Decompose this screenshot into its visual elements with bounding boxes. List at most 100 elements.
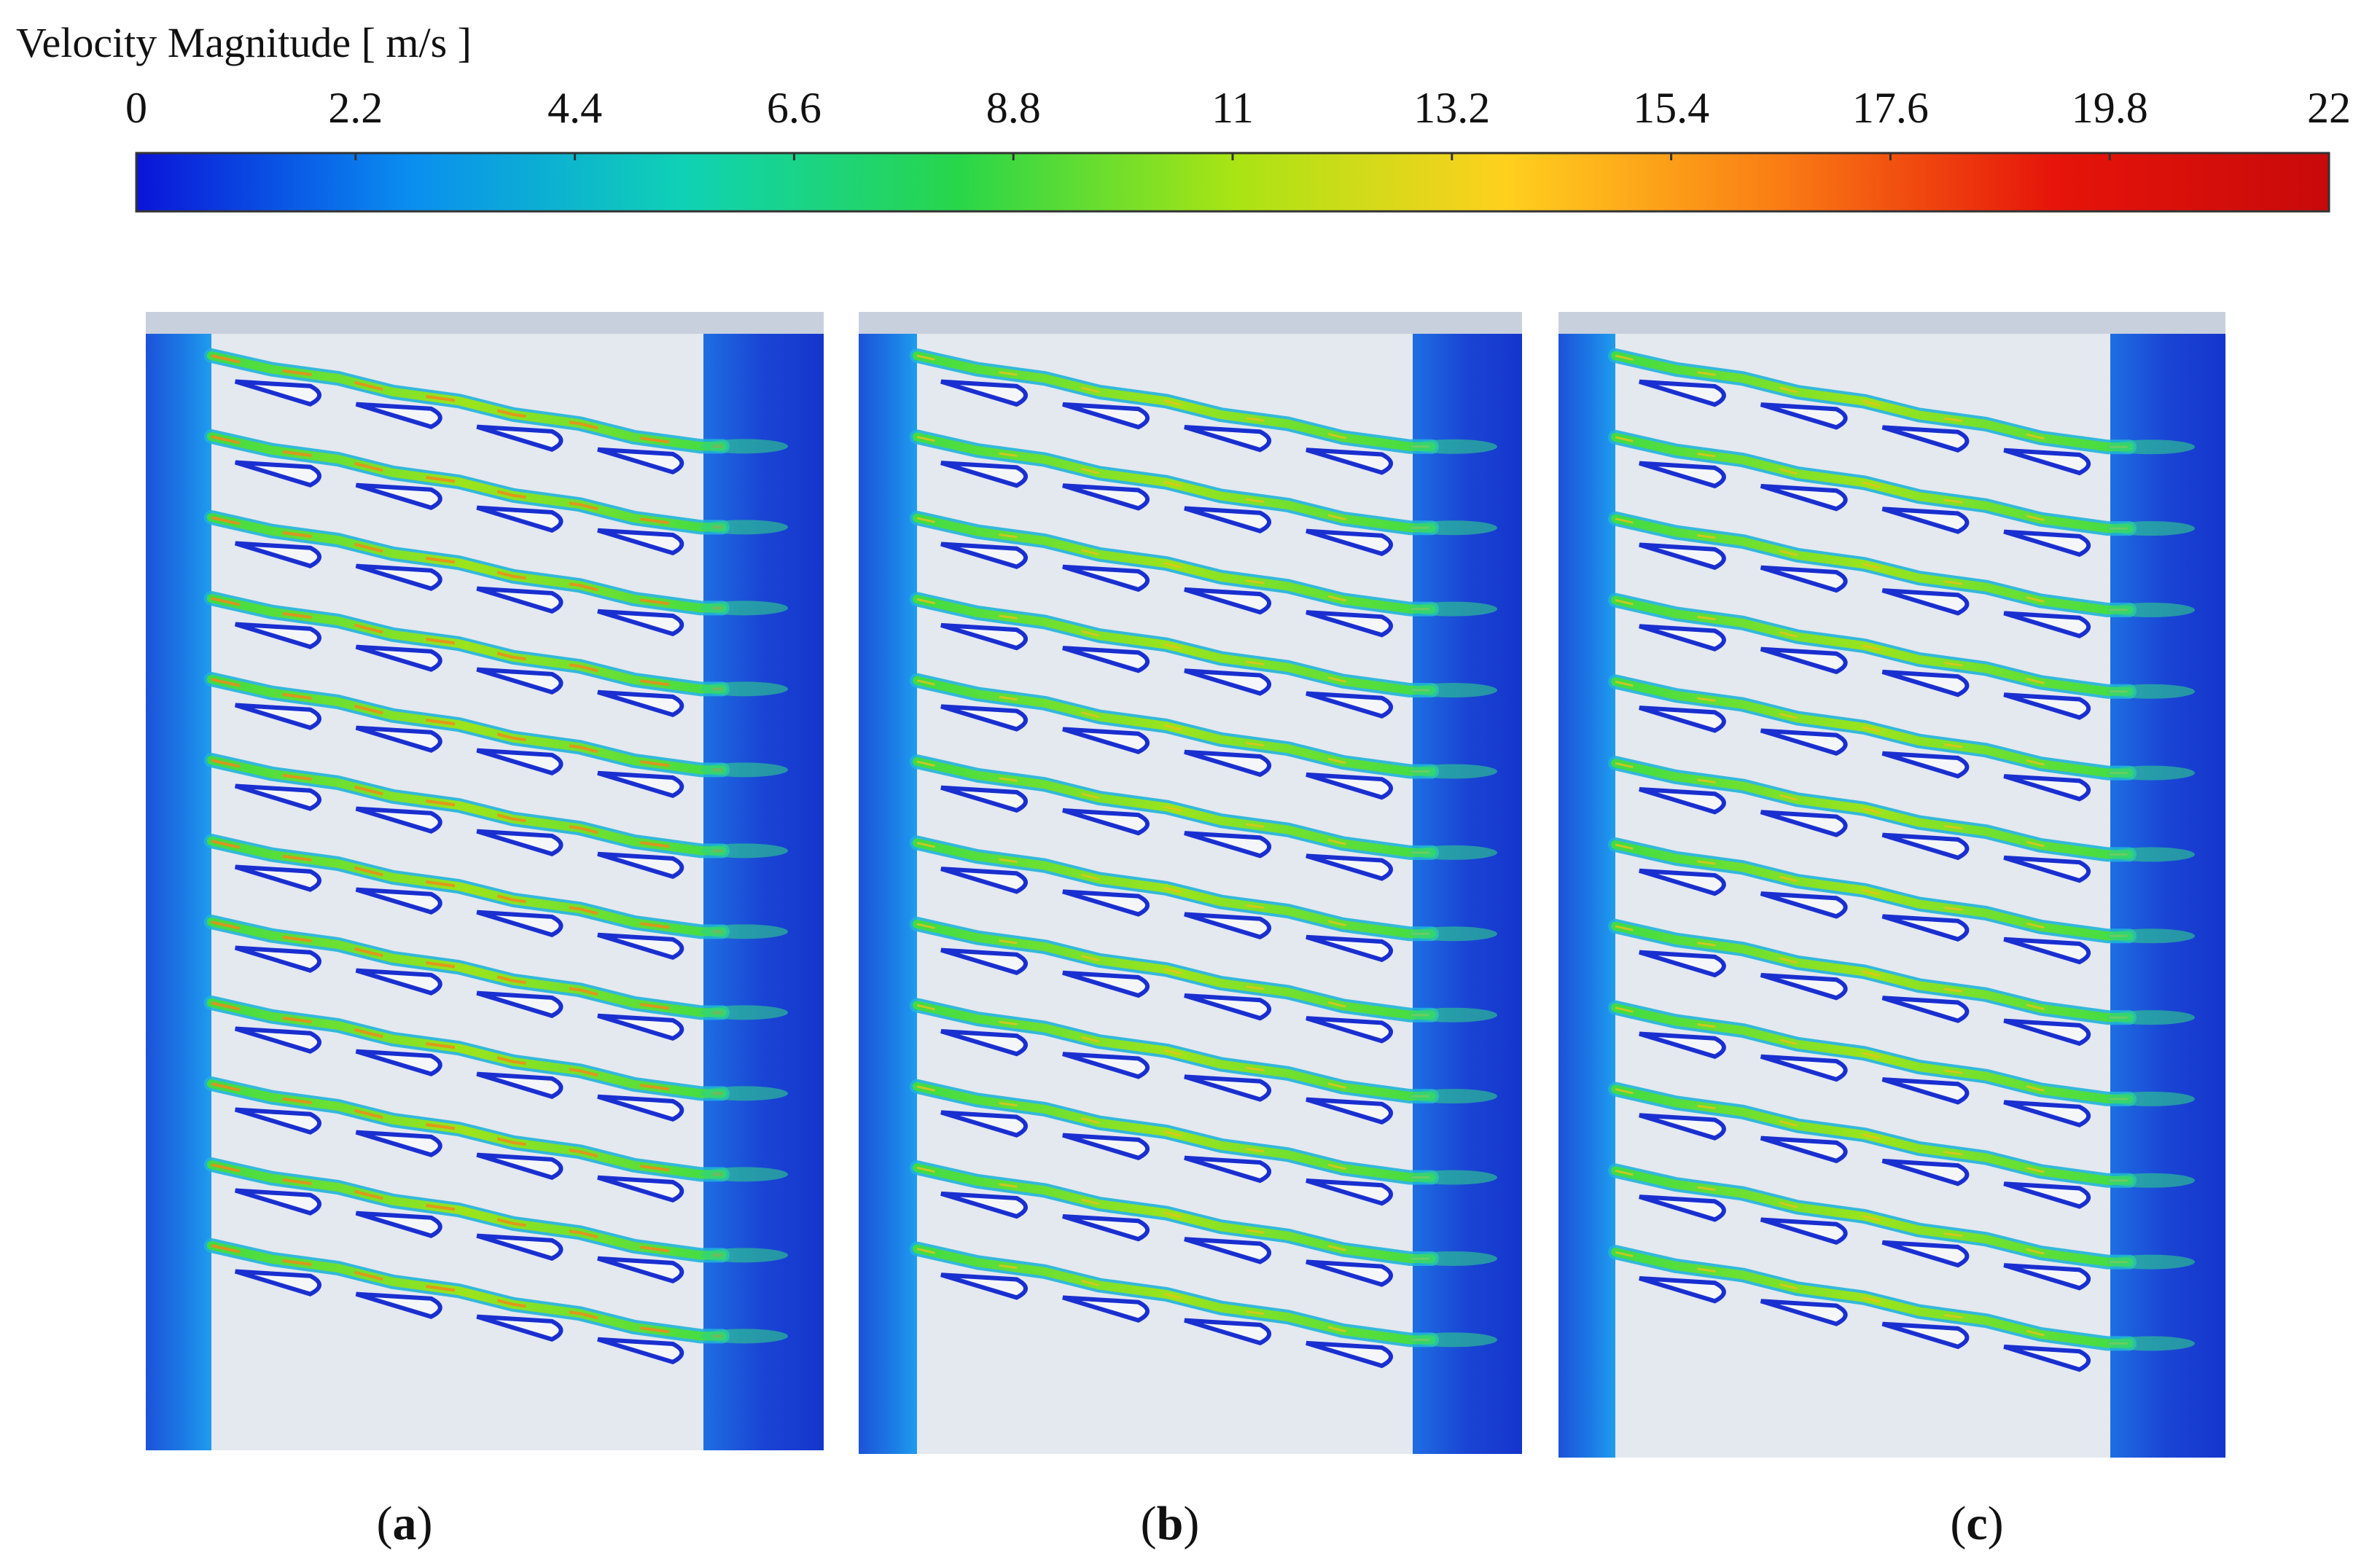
fin <box>1639 868 1726 896</box>
fin <box>1881 588 1970 616</box>
fin <box>355 402 442 429</box>
fin <box>234 379 321 407</box>
contour-panel-c <box>1558 312 2225 1458</box>
fin <box>1306 528 1393 557</box>
outlet-jet <box>701 681 788 697</box>
fin <box>1062 1214 1150 1242</box>
fin <box>1062 808 1150 836</box>
outlet-jet <box>701 843 788 859</box>
outlet-jet <box>1410 1251 1497 1266</box>
fin <box>597 770 684 799</box>
fin <box>940 461 1028 488</box>
fin <box>1881 1240 1970 1268</box>
flow-core <box>211 1001 722 1095</box>
outlet-jet <box>2107 928 2195 944</box>
fin <box>234 945 321 973</box>
fin <box>2003 774 2091 802</box>
outlet-jet <box>701 601 788 616</box>
outlet-jet <box>2107 1173 2195 1188</box>
fin <box>2003 1344 2091 1372</box>
fin <box>940 1191 1028 1219</box>
outlet-jet <box>2107 1254 2195 1270</box>
fin <box>1306 610 1393 638</box>
panel-labels: (a) (b) (c) <box>377 1497 2004 1550</box>
fin <box>1184 587 1271 615</box>
flow-core <box>1615 1006 2129 1100</box>
flow-core <box>211 516 722 610</box>
fin <box>940 1272 1028 1300</box>
outlet-jet <box>701 762 788 778</box>
outlet-jet <box>2107 684 2195 699</box>
fin <box>1062 402 1150 430</box>
fin <box>2003 1018 2091 1047</box>
fin <box>1760 646 1848 675</box>
fin <box>1062 646 1150 673</box>
fin <box>597 932 684 961</box>
flow-core <box>1615 1169 2129 1264</box>
fin <box>355 968 442 996</box>
fin <box>1881 1321 1970 1350</box>
fin <box>1760 891 1848 919</box>
header-band <box>146 312 824 334</box>
fin <box>1184 506 1271 533</box>
contour-panel-b <box>859 312 1522 1454</box>
contour-panels <box>146 312 2225 1458</box>
outlet-jet <box>1410 439 1497 454</box>
fin <box>476 424 563 452</box>
fin <box>1639 461 1726 489</box>
header-band <box>1558 312 2225 334</box>
flow-core <box>1615 354 2129 448</box>
flow-core <box>211 1082 722 1176</box>
outlet-jet <box>1410 926 1497 942</box>
fin <box>355 725 442 753</box>
fin <box>597 1094 684 1122</box>
flow-core <box>1615 1088 2129 1182</box>
fin <box>1639 786 1726 815</box>
fin <box>1062 564 1150 593</box>
fin <box>1760 1135 1848 1164</box>
flow-core <box>211 840 722 934</box>
tick-label: 19.8 <box>2072 84 2148 132</box>
panel-label-b: (b) <box>1141 1497 1200 1550</box>
fin <box>476 1071 563 1099</box>
outlet-manifold <box>703 334 824 1450</box>
fin <box>1184 831 1271 859</box>
fin <box>355 887 442 915</box>
fin <box>1184 1318 1271 1346</box>
fin <box>2003 1100 2091 1127</box>
tick-label: 22 <box>2307 84 2351 132</box>
outlet-jet <box>1410 601 1497 617</box>
tick-label: 0 <box>125 84 147 132</box>
tick-label: 11 <box>1212 84 1254 132</box>
fin <box>1306 1259 1393 1287</box>
fin <box>355 1049 442 1076</box>
outlet-manifold <box>1413 334 1522 1454</box>
fin <box>476 990 563 1018</box>
fin <box>940 1110 1028 1138</box>
flow-core <box>916 760 1432 854</box>
fin <box>1184 668 1271 696</box>
fin <box>476 910 563 937</box>
flow-core <box>211 759 722 853</box>
fin <box>1639 624 1726 652</box>
flow-core <box>916 517 1432 611</box>
fin <box>1062 889 1150 917</box>
fin <box>1306 691 1393 719</box>
flow-core <box>1615 762 2129 856</box>
flow-core <box>916 1166 1432 1260</box>
outlet-jet <box>1410 520 1497 536</box>
fin <box>1184 425 1271 453</box>
fin <box>234 1026 321 1054</box>
fin <box>597 1175 684 1203</box>
fin <box>2003 529 2091 558</box>
fin <box>476 1152 563 1180</box>
fin <box>1760 483 1848 512</box>
outlet-jet <box>701 1167 788 1182</box>
legend-title: Velocity Magnitude [ m/s ] <box>16 19 472 66</box>
outlet-jet <box>701 439 788 454</box>
fin <box>1306 1016 1393 1044</box>
fin <box>234 1107 321 1135</box>
panel-label-c: (c) <box>1950 1497 2003 1550</box>
flow-core <box>211 920 722 1014</box>
tick-label: 6.6 <box>767 84 822 132</box>
